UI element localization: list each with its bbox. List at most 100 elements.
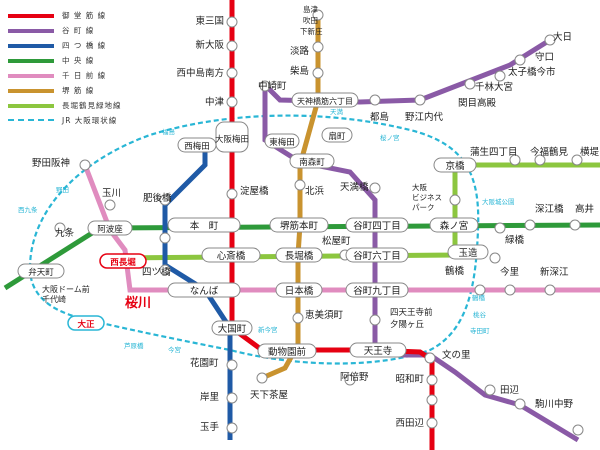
station-marker (426, 394, 438, 406)
label-higashi-mikuni: 東三国 (195, 15, 224, 27)
station-pill-taisho (67, 315, 105, 331)
label-tanimachi6: 谷町六丁目 (353, 250, 401, 262)
label-hommachi: 本 町 (190, 220, 219, 232)
station-marker (79, 159, 91, 171)
jr-loop-line (28, 114, 480, 365)
station-marker (544, 284, 556, 296)
legend-label: JR 大阪環状線 (62, 116, 118, 125)
station-marker (226, 40, 238, 52)
station-marker (369, 182, 381, 194)
station-pill-namba (167, 282, 241, 298)
jr-label-fukushima: 福島 (162, 127, 176, 136)
label-yokozutsumi: 横堤 (580, 146, 600, 158)
jr-label-nishikujo: 西九条 (18, 205, 38, 214)
station-marker (464, 78, 476, 90)
label-tanimachi9: 谷町九丁目 (353, 285, 401, 297)
label-midoribashi: 緑橋 (505, 234, 525, 246)
legend-row-sennichimae: 千 日 前 線 (8, 68, 148, 83)
station-marker (256, 372, 268, 384)
label-ogimachi: 扇町 (328, 131, 346, 142)
station-pill-nipponbashi (275, 282, 323, 298)
station-pill-tanimachi6 (345, 247, 409, 263)
label-tennoji: 天王寺 (364, 346, 393, 357)
label-dainichi: 大日 (553, 31, 572, 43)
jr-label-ashiharabashi: 芦原橋 (124, 341, 144, 350)
label-sakuragawa: 桜川 (125, 295, 151, 311)
station-marker (426, 374, 438, 386)
station-marker (159, 194, 171, 206)
station-marker (484, 384, 496, 396)
station-pill-tanimachi9 (345, 282, 409, 298)
station-pill-nishi-umeda (177, 137, 217, 153)
legend-swatch (8, 89, 54, 93)
label-tengachaya: 天下茶屋 (250, 389, 288, 401)
label-shitennojimae: 四天王寺前夕陽ヶ丘 (390, 307, 433, 330)
station-marker (226, 67, 238, 79)
station-marker (534, 154, 546, 166)
legend-row-tanimachi: 谷 町 線 (8, 23, 148, 38)
jr-label-momodani: 桃谷 (473, 310, 487, 319)
station-marker (426, 417, 438, 429)
label-suita: 吹田 (303, 15, 318, 25)
station-marker (504, 284, 516, 296)
label-gamo4: 蒲生四丁目 (470, 146, 518, 158)
label-awaza: 阿波座 (97, 224, 123, 235)
label-nagahoribashi: 長堀橋 (285, 250, 314, 262)
station-marker (569, 219, 581, 231)
label-nakatsu: 中津 (205, 96, 225, 108)
station-pill-sakaisuji-hommachi (269, 217, 329, 233)
label-dobutsuen-mae: 動物園前 (268, 346, 306, 358)
jr-label-tsuruhashi: 鶴橋 (472, 293, 486, 302)
label-fuminosato: 文の里 (442, 349, 471, 361)
legend-swatch (8, 59, 54, 63)
legend-label: 御 堂 筋 線 (62, 11, 107, 20)
label-imafuku: 今福鶴見 (530, 146, 569, 158)
label-noe: 野江内代 (405, 111, 444, 123)
legend-swatch (8, 104, 54, 108)
label-nishitanabe: 西田辺 (395, 418, 424, 429)
label-bentencho: 弁天町 (28, 267, 54, 278)
station-marker (294, 179, 306, 191)
station-pill-shinsaibashi (201, 247, 261, 263)
legend-row-sakaisuji: 堺 筋 線 (8, 83, 148, 98)
station-marker (494, 70, 506, 82)
label-imazato: 今里 (500, 266, 519, 278)
label-higashi-umeda: 東梅田 (269, 137, 295, 148)
station-marker (544, 34, 556, 46)
station-marker (312, 67, 324, 79)
station-marker (414, 94, 426, 106)
label-nishinakajima: 西中島南方 (176, 67, 224, 79)
label-tamade: 玉手 (200, 421, 220, 433)
legend-row-yotsubashi: 四 つ 橋 線 (8, 38, 148, 53)
station-marker (369, 314, 381, 326)
label-yodoyabashi: 淀屋橋 (240, 185, 269, 197)
label-taisho: 大正 (77, 319, 95, 330)
label-daikokucho: 大国町 (218, 323, 247, 335)
label-sakaisuji-hommachi: 堺筋本町 (280, 220, 319, 232)
jr-labels: 西九条 野田 福島 天満 桜ノ宮 大阪城公園 鶴橋 桃谷 寺田町 新今宮 今宮 … (18, 108, 515, 354)
label-tanabe: 田辺 (500, 385, 520, 396)
label-noda-hanshin: 野田阪神 (32, 157, 70, 169)
label-minami-morimachi: 南森町 (299, 157, 325, 168)
label-showacho: 昭和町 (395, 374, 424, 385)
legend-label: 長堀鶴見緑地線 (62, 101, 122, 110)
label-abeno: 阿倍野 (340, 371, 369, 383)
label-tanimachi4: 谷町四丁目 (353, 221, 401, 232)
label-takaida: 高井 (575, 203, 594, 215)
label-senbayashi: 千林大宮 (475, 81, 513, 93)
station-pill-osaka-umeda (215, 121, 249, 153)
label-shinsaibashi: 心斎橋 (217, 250, 246, 262)
label-matsuyamachi: 松屋町 (322, 235, 351, 247)
label-nishi-nagahori: 西長堀 (110, 257, 136, 268)
station-marker (344, 374, 356, 386)
station-pill-ogimachi (321, 127, 353, 143)
label-taishibashi: 太子橋今市 (508, 66, 556, 78)
station-pill-bentencho (17, 263, 65, 279)
label-komagawa: 駒川中野 (535, 398, 574, 410)
label-tamagawa: 玉川 (102, 188, 121, 199)
station-marker (226, 422, 238, 434)
station-marker (514, 398, 526, 410)
station-pill-tennoji (349, 342, 407, 358)
station-marker (524, 219, 536, 231)
label-nakazakicho: 中崎町 (258, 80, 287, 92)
